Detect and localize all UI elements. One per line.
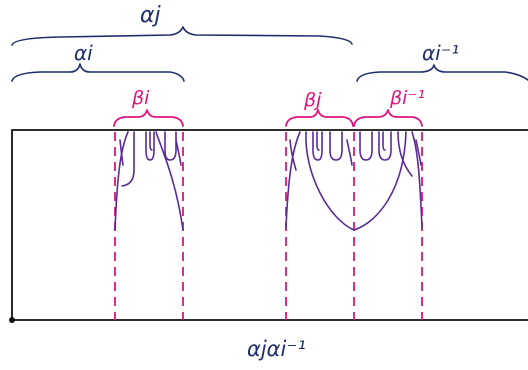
brace-beta-j (285, 109, 354, 127)
brace-beta-i-inv (353, 109, 423, 127)
label-alpha-i-inv: αi⁻¹ (422, 41, 459, 65)
brace-alpha-i (11, 63, 185, 82)
label-product: αjαi⁻¹ (247, 337, 306, 361)
curves-beta-i (114, 131, 184, 231)
label-alpha-j: αj (140, 3, 162, 28)
brace-beta-i (113, 109, 184, 127)
label-beta-i-inv: βi⁻¹ (389, 87, 425, 109)
label-beta-j: βj (303, 89, 322, 111)
left-basepoint-dot (9, 317, 15, 323)
brace-alpha-i-inv (356, 64, 528, 82)
brace-alpha-j (11, 26, 353, 46)
rectangle-frame (11, 129, 528, 321)
label-beta-i: βi (131, 87, 150, 109)
label-alpha-i: αi (74, 41, 93, 65)
curves-beta-i-inv (353, 131, 423, 231)
curves-beta-j (285, 131, 355, 231)
